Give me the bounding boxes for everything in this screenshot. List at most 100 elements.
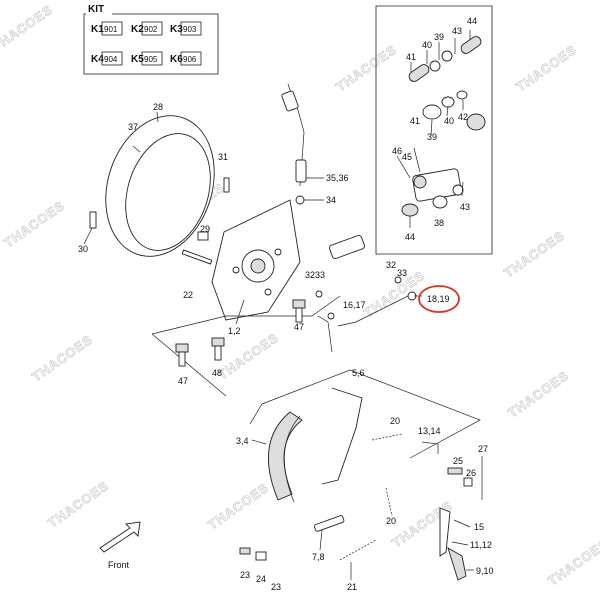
shoe-lining: [268, 411, 303, 501]
bolt-head: [211, 337, 225, 347]
callout: 47: [178, 376, 188, 386]
plug-part: [197, 231, 209, 241]
parking-cable: 35,36 34: [281, 83, 349, 205]
watermark: THACOES: [513, 42, 579, 95]
spring-20: [371, 433, 403, 441]
kit-key: K6: [170, 54, 183, 65]
callout: 41: [410, 116, 420, 126]
inset-frame: [375, 5, 493, 255]
callout: 29: [200, 224, 210, 234]
piston-part: [432, 195, 448, 209]
bolt-shank: [295, 307, 303, 323]
washer-part: [463, 477, 473, 487]
springs-pins: 20 13,14 25 26 27 20 21 7,8 23 24 23: [239, 416, 488, 592]
kit-key: K3: [170, 24, 183, 35]
bolt-shank: [178, 351, 186, 367]
front-arrow-icon: [99, 521, 141, 553]
kit-code: 906: [183, 55, 197, 64]
watermark: THACOES: [45, 478, 111, 531]
callout: 11,12: [470, 540, 492, 550]
kit-code-box: [141, 51, 163, 66]
piston-part: [441, 50, 453, 62]
callout: 40: [444, 116, 454, 126]
callout: 39: [427, 132, 437, 142]
callout: 31: [218, 152, 228, 162]
watermark: THACOES: [0, 2, 56, 55]
brake-drum: 28 37 30 31: [78, 102, 230, 257]
spring-20b: [385, 487, 393, 517]
adjuster-nut: [447, 467, 463, 475]
kit-key: K1: [91, 24, 104, 35]
callout: 43: [460, 202, 470, 212]
callout: 15: [474, 522, 484, 532]
kit-code-box: [101, 21, 123, 36]
callout: 7,8: [312, 552, 325, 562]
cup-part: [239, 547, 251, 555]
bolt-part: [181, 249, 213, 265]
callout: 37: [128, 122, 138, 132]
adjuster-part: [329, 235, 365, 259]
callout: 35,36: [326, 173, 349, 183]
callout: 26: [466, 468, 476, 478]
callout: 48: [212, 368, 222, 378]
cup-part: [441, 96, 455, 108]
watermark: THACOES: [501, 228, 567, 281]
kit-title: KIT: [88, 4, 104, 15]
cable-sleeve: [295, 159, 307, 183]
watermark: THACOES: [215, 330, 281, 383]
callout: 5,6: [352, 368, 365, 378]
backing-plate: 22 29 1,2: [151, 199, 341, 397]
kit-code: 903: [183, 25, 197, 34]
spring-21: [339, 539, 377, 561]
callout: 27: [478, 444, 488, 454]
watermark: THACOES: [361, 268, 427, 321]
lever-15: [439, 507, 451, 557]
bolts: 47 48 47: [175, 299, 306, 386]
boot-part: [460, 36, 482, 54]
lever-assembly: 32 33 16,17 32 33 18,19: [305, 235, 460, 353]
kit-key: K4: [91, 54, 104, 65]
boot-part: [466, 113, 486, 131]
callout: 30: [78, 244, 88, 254]
callout: 3,4: [236, 436, 249, 446]
watermark: THACOES: [205, 480, 271, 533]
callout: 16,17: [343, 300, 366, 310]
callout: 24: [256, 574, 266, 584]
plate-guide-lines: [151, 295, 341, 397]
watermark: THACOES: [505, 368, 571, 421]
kit-frame: [83, 13, 219, 75]
watermark: THACOES: [29, 332, 95, 385]
callout: 32: [305, 270, 315, 280]
callout: 43: [452, 26, 462, 36]
bolt-shank: [214, 345, 222, 361]
watermark: THACOES: [1, 198, 67, 251]
callout: 47: [294, 322, 304, 332]
shoe-web: [321, 387, 363, 485]
callout: 34: [326, 195, 336, 205]
callout: 1,2: [228, 326, 241, 336]
plate-center: [250, 258, 266, 274]
lever-9-10: [447, 547, 467, 581]
kit-code: 905: [144, 55, 158, 64]
kit-code: 904: [104, 55, 118, 64]
watermark-layer: THACOES THACOES THACOES THACOES THACOES …: [0, 1, 600, 588]
callout: 22: [183, 290, 193, 300]
callout: 44: [405, 232, 415, 242]
callout: 46: [392, 146, 402, 156]
callout: 28: [153, 102, 163, 112]
callout: 23: [240, 570, 250, 580]
ring-part: [456, 90, 468, 100]
bolt-part: [223, 177, 230, 193]
bolt-head: [292, 299, 306, 309]
callout-highlighted: 18,19: [427, 294, 450, 304]
pin-part: [313, 515, 345, 532]
callout: 38: [434, 218, 444, 228]
cable-end: [281, 90, 299, 112]
drum-inner: [125, 133, 211, 251]
spring-cup: [255, 551, 267, 561]
kit-key: K2: [131, 24, 144, 35]
piston-part: [422, 104, 442, 120]
callout: 33: [397, 268, 407, 278]
callout: 9,10: [476, 566, 494, 576]
